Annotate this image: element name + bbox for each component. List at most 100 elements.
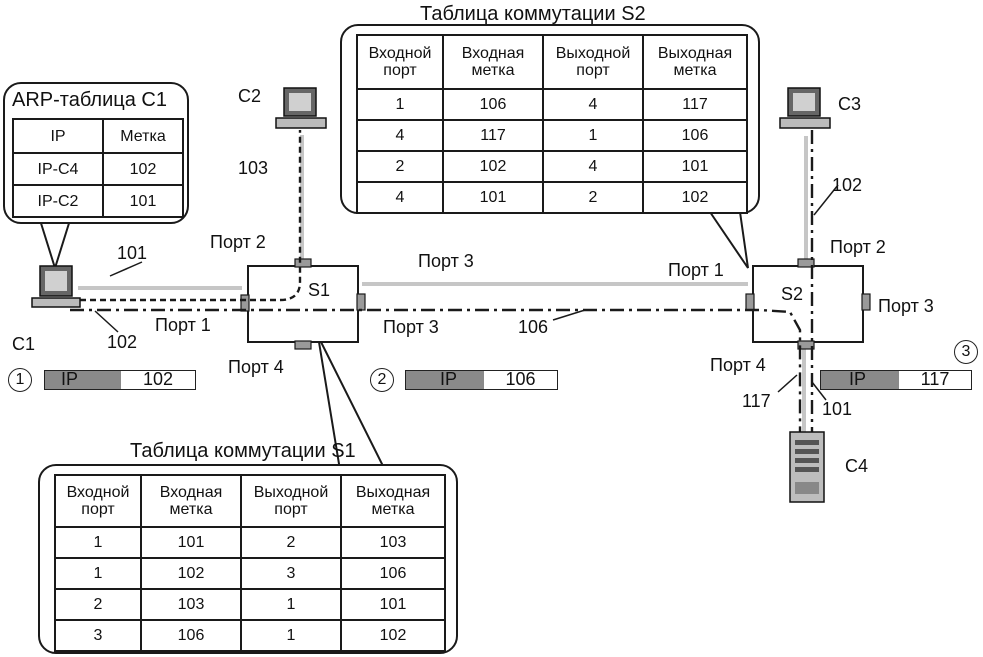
port-markers (240, 258, 871, 350)
packet-label: 117 (899, 370, 971, 389)
s2-cell: 2 (356, 150, 444, 183)
computer-c3-icon (779, 87, 831, 129)
s2-cell: 4 (356, 181, 444, 214)
pointer-117 (777, 374, 798, 393)
s2-port2-marker (797, 258, 815, 268)
s1-port4-marker (294, 340, 312, 350)
switching-table-s2: Входной порт Входная метка Выходной порт… (356, 34, 748, 214)
link-label-102-c3: 102 (832, 175, 863, 195)
link-port3-label: Порт 3 (418, 251, 474, 271)
s2-header-cell: Входная метка (442, 34, 544, 90)
s1-header: Входной порт Входная метка Выходной порт… (54, 474, 446, 528)
switch-s1-label: S1 (308, 280, 331, 300)
s1-cell: 3 (240, 557, 342, 590)
virtual-paths (70, 130, 814, 432)
packet-3: IP 117 (820, 370, 972, 390)
s2-port2-label: Порт 2 (830, 237, 886, 257)
s2-cell: 1 (356, 88, 444, 121)
node-c4-label: C4 (845, 456, 869, 476)
s2-cell: 106 (442, 88, 544, 121)
s2-cell: 4 (542, 88, 644, 121)
s1-header-cell: Входная метка (140, 474, 242, 528)
server-c4-icon (789, 431, 825, 503)
label-pointers (94, 184, 839, 401)
s2-cell: 1 (542, 119, 644, 152)
arp-cell: IP-C4 (12, 152, 104, 186)
packet-ip: IP (821, 370, 899, 389)
link-label-101-c1: 101 (117, 243, 148, 263)
s2-port1-marker (745, 293, 755, 311)
arp-callout-tail (39, 219, 71, 272)
pointer-106 (552, 309, 586, 321)
s1-port2-label: Порт 2 (210, 232, 266, 252)
link-label-117: 117 (742, 391, 771, 411)
s2-callout-tail (709, 211, 749, 269)
s1-cell: 106 (140, 619, 242, 652)
s2-header-cell: Выходной порт (542, 34, 644, 90)
s2-cell: 4 (542, 150, 644, 183)
pointer-102-c1 (94, 310, 119, 333)
s2-port1-label: Порт 1 (668, 260, 724, 280)
s1-port3-marker (356, 293, 366, 311)
computer-c1-icon (31, 265, 81, 308)
arp-cell: 102 (102, 152, 184, 186)
packet-1: IP 102 (44, 370, 196, 390)
link-label-102-c1: 102 (107, 332, 138, 352)
s1-cell: 102 (140, 557, 242, 590)
pointer-101-c1 (109, 261, 143, 277)
s2-cell: 106 (642, 119, 748, 152)
s2-port4-label: Порт 4 (710, 355, 766, 375)
s2-cell: 102 (642, 181, 748, 214)
link-label-101-c4: 101 (822, 399, 853, 419)
s2-cell: 102 (442, 150, 544, 183)
packet-ip: IP (406, 370, 484, 389)
s2-cell: 101 (642, 150, 748, 183)
s2-cell: 101 (442, 181, 544, 214)
arp-cell: IP-C2 (12, 184, 104, 218)
packet-label: 106 (484, 370, 557, 389)
s2-port3-label: Порт 3 (878, 296, 934, 316)
s1-port3-label: Порт 3 (383, 317, 439, 337)
table-row: IP-C2 101 (12, 184, 184, 218)
computer-c2-icon (275, 87, 327, 129)
packet-2: IP 106 (405, 370, 558, 390)
physical-links (78, 135, 808, 432)
node-c3-label: C3 (838, 94, 862, 114)
s2-table-title: Таблица коммутации S2 (420, 3, 646, 25)
arp-table-title: ARP-таблица C1 (12, 89, 167, 111)
s2-header-cell: Входной порт (356, 34, 444, 90)
s2-header-cell: Выходная метка (642, 34, 748, 90)
s1-port2-marker (294, 258, 312, 268)
s1-header-cell: Выходная метка (340, 474, 446, 528)
s2-port4-marker (797, 340, 815, 350)
step-3-marker: 3 (954, 340, 978, 364)
table-row: IP-C4 102 (12, 152, 184, 186)
arp-table-header: IP Метка (12, 118, 184, 154)
step-1-marker: 1 (8, 368, 32, 392)
s1-cell: 1 (54, 526, 142, 559)
s2-cell: 117 (442, 119, 544, 152)
s1-cell: 102 (340, 619, 446, 652)
arp-table: IP Метка IP-C4 102 IP-C2 101 (12, 118, 184, 218)
arp-header-cell: Метка (102, 118, 184, 154)
s1-cell: 103 (340, 526, 446, 559)
s1-cell: 103 (140, 588, 242, 621)
s1-port4-label: Порт 4 (228, 357, 284, 377)
s1-cell: 101 (340, 588, 446, 621)
pointer-102-c3 (813, 184, 839, 216)
switch-s1-box (247, 265, 359, 343)
link-label-103: 103 (238, 158, 269, 178)
s2-header: Входной порт Входная метка Выходной порт… (356, 34, 748, 90)
path-c1-c2-dashed (70, 130, 302, 302)
s1-cell: 2 (240, 526, 342, 559)
s1-cell: 1 (54, 557, 142, 590)
step-2-marker: 2 (370, 368, 394, 392)
